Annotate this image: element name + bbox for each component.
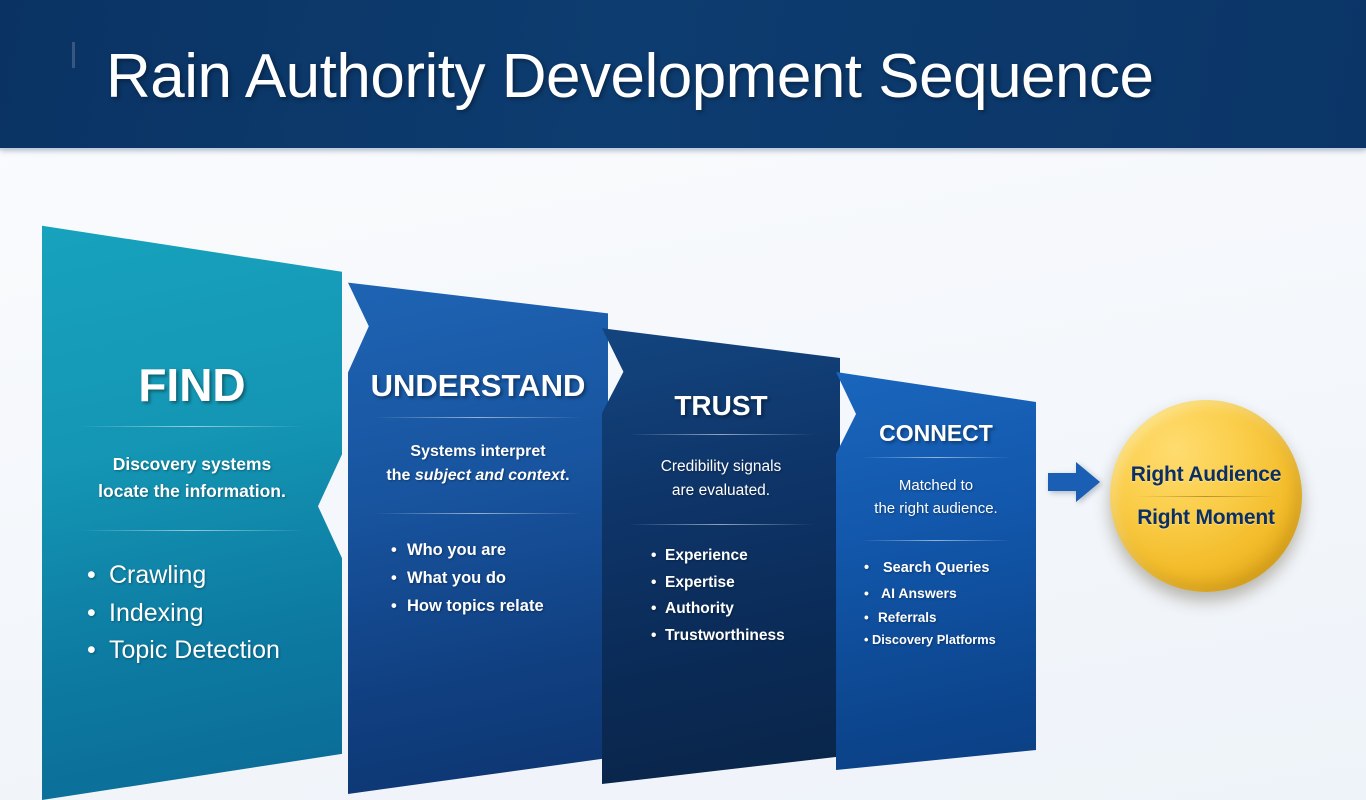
bullet-icon: • [391,540,397,559]
bullet-label: What you do [407,569,506,587]
list-item: • Crawling [87,557,311,595]
funnel-diagram: FIND Discovery systems locate the inform… [0,148,1366,800]
stage-title-trust: TRUST [674,390,768,421]
list-item: • Who you are [391,536,581,564]
arrow-right-icon [1048,462,1100,502]
list-item: • Authority [651,596,817,623]
bullet-label: Crawling [109,561,207,590]
stage-bullet-list-trust: • Experience • Expertise • Authority • Trust… [625,543,817,650]
stage-title-understand: UNDERSTAND [370,368,586,403]
desc-emphasis: subject and context [414,467,566,485]
bullet-icon: • [651,627,657,645]
page-title: Rain Authority Development Sequence [106,42,1154,111]
stage-divider-bottom-connect [861,539,1011,541]
outcome-line-1: Right Audience [1130,462,1282,486]
bullet-icon: • [87,561,96,590]
list-item: • Trustworthiness [651,623,817,650]
funnel-stage-trust[interactable]: TRUST Credibility signals are evaluated.… [602,328,840,784]
funnel-stage-find[interactable]: FIND Discovery systems locate the inform… [42,225,342,800]
stage-bullet-list-understand: • Who you are • What you do • How topics re… [375,536,581,621]
bullet-icon: • [391,597,397,616]
stage-divider-bottom-trust [628,524,814,526]
bullet-label: Search Queries [883,559,990,576]
desc-plain: the [386,467,415,485]
stage-description-trust: Credibility signals are evaluated. [615,455,827,502]
stage-description-line1-find: Discovery systems [112,454,272,474]
stage-description-line2-trust: are evaluated. [671,481,771,499]
outcome-badge[interactable]: Right Audience Right Moment [1110,400,1302,592]
list-item: • What you do [391,564,581,592]
funnel-stage-connect[interactable]: CONNECT Matched to the right audience. •… [836,372,1036,770]
list-item: •Discovery Platforms [864,629,1020,652]
bullet-label: Discovery Platforms [872,632,996,648]
bullet-label: Referrals [878,609,937,625]
bullet-icon: • [864,585,869,602]
stage-bullet-list-connect: • Search Queries • AI Answers • Referrals •… [852,556,1020,652]
stage-description-line2-connect: the right audience. [874,499,998,517]
desc-tail: . [565,467,570,485]
list-item: • Indexing [87,595,311,633]
stage-divider-top-connect [861,457,1011,458]
bullet-icon: • [87,598,96,627]
stage-description-connect: Matched to the right audience. [846,475,1026,521]
stage-description-line1-trust: Credibility signals [660,458,782,475]
outcome-line-2: Right Moment [1137,505,1275,529]
stage-divider-top-trust [628,434,814,435]
stage-description-line2-find: locate the information. [98,480,286,501]
bullet-label: Authority [665,600,734,618]
stage-bullet-list-find: • Crawling • Indexing • Topic Detection [73,557,311,670]
bullet-icon: • [864,559,870,576]
bullet-label: Indexing [109,598,204,627]
list-item: • Experience [651,543,817,570]
stage-description-line2-understand: the subject and context. [362,464,594,488]
slide-header-banner: Rain Authority Development Sequence [0,0,1366,151]
stage-divider-bottom-find [78,530,306,532]
bullet-label: Who you are [407,540,507,559]
list-item: • How topics relate [391,592,581,620]
bullet-label: Trustworthiness [665,627,785,645]
bullet-label: How topics relate [407,597,544,616]
stage-divider-bottom-understand [374,512,582,514]
bullet-label: Experience [665,547,748,565]
stage-description-line1-connect: Matched to [898,477,974,494]
bullet-label: Topic Detection [109,636,280,665]
stage-description-line1-understand: Systems interpret [410,443,546,460]
outcome-divider [1135,495,1277,497]
bullet-icon: • [651,547,657,565]
funnel-stage-understand[interactable]: UNDERSTAND Systems interpret the subject… [348,282,608,794]
bullet-icon: • [864,609,869,625]
list-item: • AI Answers [864,581,1020,606]
bullet-label: AI Answers [881,585,957,602]
bullet-label: Expertise [665,573,735,591]
stage-title-connect: CONNECT [879,420,993,446]
header-accent-tick [72,42,75,68]
list-item: • Search Queries [864,556,1020,582]
list-item: • Topic Detection [87,632,311,670]
stage-divider-top-find [78,426,306,427]
stage-description-understand: Systems interpret the subject and contex… [362,440,594,489]
bullet-icon: • [651,573,657,591]
list-item: • Expertise [651,570,817,597]
stage-description-find: Discovery systems locate the information… [68,451,316,504]
bullet-icon: • [864,632,869,648]
bullet-icon: • [391,569,397,587]
stage-divider-top-understand [374,417,582,418]
list-item: • Referrals [864,606,1020,630]
bullet-icon: • [651,600,657,618]
bullet-icon: • [87,636,96,665]
stage-title-find: FIND [138,359,246,411]
